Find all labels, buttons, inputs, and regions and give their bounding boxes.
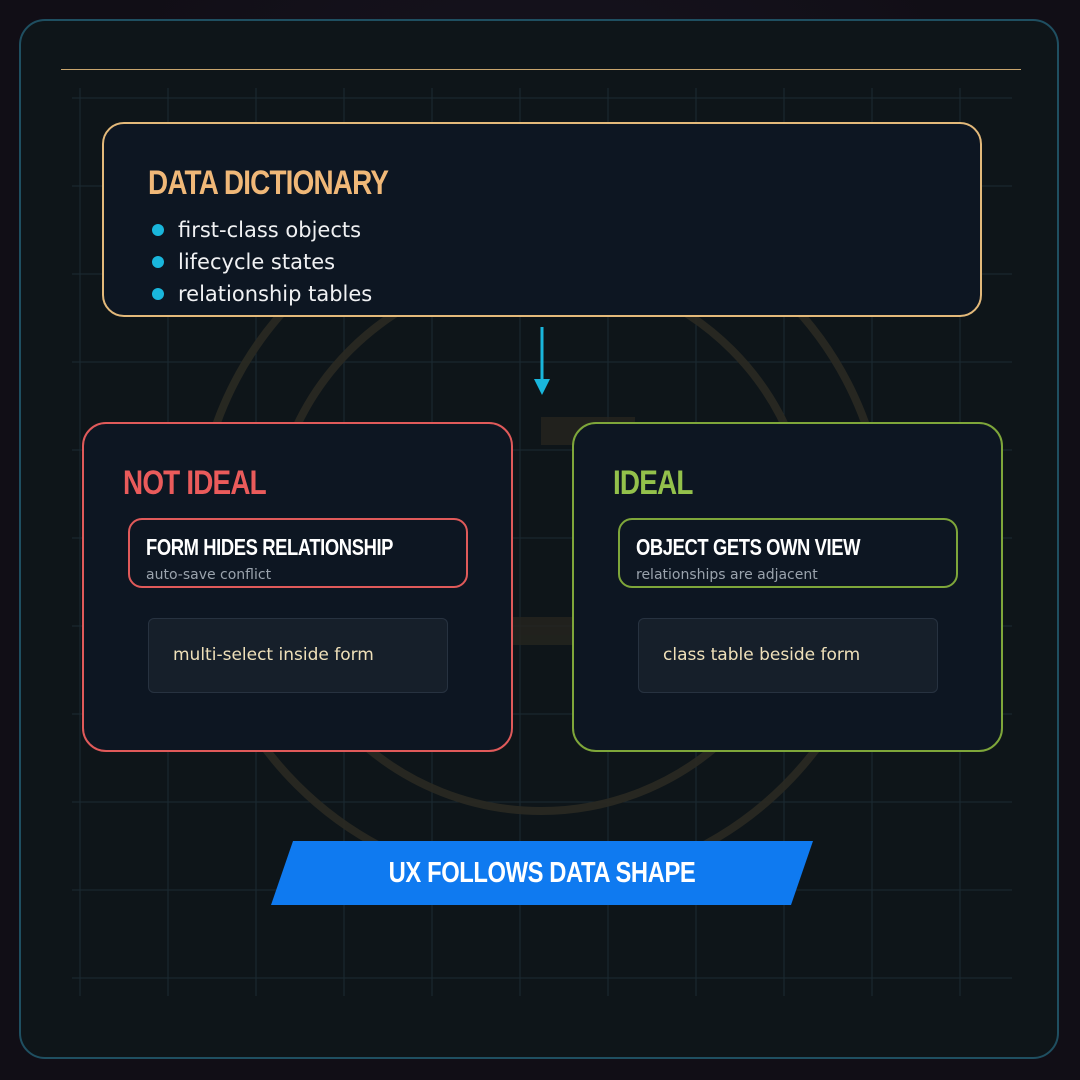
bullet-dot-icon — [152, 256, 164, 268]
list-item-label: relationship tables — [178, 282, 373, 306]
list-item: relationship tables — [148, 278, 372, 310]
arrow-down-icon — [534, 327, 550, 395]
not-ideal-panel: NOT IDEAL FORM HIDES RELATIONSHIP auto-s… — [82, 422, 513, 752]
list-item-label: first-class objects — [178, 218, 362, 242]
list-item: first-class objects — [148, 214, 372, 246]
ideal-chip-label: class table beside form — [663, 645, 861, 665]
ideal-panel: IDEAL OBJECT GETS OWN VIEW relationships… — [572, 422, 1003, 752]
not-ideal-card-note: auto-save conflict — [146, 567, 272, 583]
not-ideal-chip-label: multi-select inside form — [173, 645, 374, 665]
summary-banner-label: UX FOLLOWS DATA SHAPE — [271, 841, 813, 905]
top-divider — [61, 69, 1021, 70]
not-ideal-card-title: FORM HIDES RELATIONSHIP — [146, 534, 394, 560]
summary-banner: UX FOLLOWS DATA SHAPE — [271, 841, 813, 905]
banner-text: UX FOLLOWS DATA SHAPE — [388, 857, 696, 889]
not-ideal-title: NOT IDEAL — [123, 464, 267, 502]
ideal-chip: class table beside form — [638, 618, 938, 693]
diagram-card: DATA DICTIONARY first-class objects life… — [19, 19, 1059, 1059]
ideal-card-title: OBJECT GETS OWN VIEW — [636, 534, 861, 560]
data-dictionary-title: DATA DICTIONARY — [148, 164, 389, 202]
banner-shape — [271, 841, 813, 905]
ideal-card: OBJECT GETS OWN VIEW relationships are a… — [618, 518, 958, 588]
list-item: lifecycle states — [148, 246, 372, 278]
list-item-label: lifecycle states — [178, 250, 336, 274]
data-dictionary-list: first-class objects lifecycle states rel… — [148, 214, 372, 310]
not-ideal-chip: multi-select inside form — [148, 618, 448, 693]
bullet-dot-icon — [152, 288, 164, 300]
ideal-card-note: relationships are adjacent — [636, 567, 818, 583]
not-ideal-card: FORM HIDES RELATIONSHIP auto-save confli… — [128, 518, 468, 588]
data-dictionary-box: DATA DICTIONARY first-class objects life… — [102, 122, 982, 317]
ideal-title: IDEAL — [613, 464, 693, 502]
bullet-dot-icon — [152, 224, 164, 236]
